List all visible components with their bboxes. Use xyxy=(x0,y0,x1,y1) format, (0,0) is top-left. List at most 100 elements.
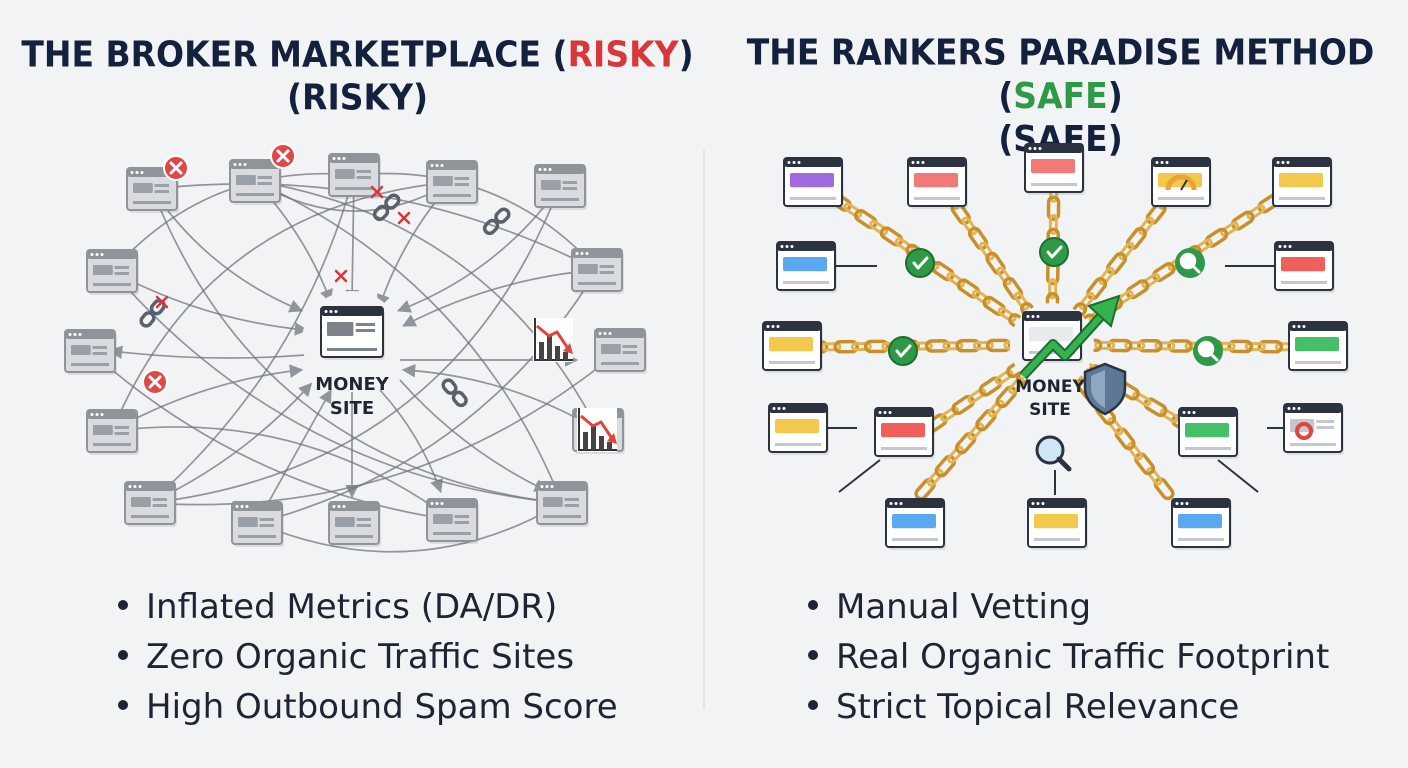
window-titlebar xyxy=(87,250,137,259)
chain-link xyxy=(894,237,914,253)
window-dot xyxy=(133,485,137,488)
chart-axis xyxy=(534,318,573,361)
chain-link xyxy=(1107,417,1124,436)
window-dot xyxy=(1185,502,1189,505)
chain-link xyxy=(926,468,944,487)
chain-link xyxy=(1146,467,1163,486)
link-arrow xyxy=(146,349,621,511)
window-dot xyxy=(771,325,775,328)
window-text-line xyxy=(154,184,169,187)
chain-link xyxy=(1152,262,1176,283)
bullet-item: Real Organic Traffic Footprint xyxy=(808,632,1329,682)
window-titlebar xyxy=(1172,499,1230,508)
window-text-line xyxy=(454,521,469,524)
window-dot xyxy=(540,485,544,488)
bullet-item: Manual Vetting xyxy=(808,582,1329,632)
window-titlebar xyxy=(1025,144,1083,153)
chain-link xyxy=(1244,342,1266,352)
magnifier-icon xyxy=(1175,248,1205,278)
chain-link xyxy=(1106,252,1127,275)
window-dot xyxy=(135,171,139,174)
window-titlebar xyxy=(427,161,477,170)
site-window-icon xyxy=(874,407,935,459)
chain-link xyxy=(1086,277,1108,301)
window-dot xyxy=(90,413,94,416)
window-content-block xyxy=(433,514,453,524)
chain-link xyxy=(1204,227,1229,248)
window-dot xyxy=(235,505,239,508)
magnifier-handle xyxy=(1209,352,1219,362)
window-dot xyxy=(1026,315,1030,318)
magnifier-handle xyxy=(1056,456,1072,472)
site-window-icon xyxy=(426,160,479,206)
chart-bar xyxy=(583,432,588,450)
window-dot xyxy=(140,171,144,174)
window-titlebar xyxy=(1275,242,1333,251)
chain-link xyxy=(978,376,1003,397)
link-arrow xyxy=(379,389,443,494)
window-text-line xyxy=(541,198,579,201)
window-titlebar xyxy=(427,499,477,508)
window-text-line xyxy=(238,535,276,538)
title-text: THE RANKERS PARADISE METHOD ( xyxy=(746,31,1375,117)
broken-chain-icon xyxy=(372,193,401,222)
money-site-label: MONEY xyxy=(315,374,390,395)
magnifier-lens xyxy=(1179,252,1197,270)
window-dot xyxy=(777,407,781,410)
site-window-icon xyxy=(328,153,381,199)
window-dot xyxy=(100,253,104,256)
window-content-block xyxy=(1031,159,1075,174)
window-text-line xyxy=(1029,351,1075,354)
window-text-line xyxy=(131,515,169,518)
chain-link xyxy=(967,387,987,404)
chain-link xyxy=(1137,338,1163,353)
window-dot xyxy=(1297,407,1301,410)
chain-link xyxy=(934,454,957,478)
window-text-line xyxy=(1290,443,1336,446)
trend-up-line xyxy=(1020,311,1106,379)
chain-link xyxy=(967,226,989,251)
bullet-item: High Outbound Spam Score xyxy=(118,682,618,732)
window-content-block xyxy=(578,264,598,274)
window-dot xyxy=(1292,407,1296,410)
window-titlebar xyxy=(65,330,115,339)
check-circle-icon xyxy=(1039,237,1069,267)
chain-link xyxy=(1007,376,1025,395)
window-dot xyxy=(878,411,882,414)
chain-link xyxy=(384,193,401,210)
money-site-label: SITE xyxy=(330,398,374,419)
window-titlebar xyxy=(1179,408,1237,417)
chain-link xyxy=(869,219,889,236)
window-dot xyxy=(1288,245,1292,248)
window-text-line xyxy=(356,170,371,173)
window-text-line xyxy=(562,187,577,190)
chain-link xyxy=(1126,442,1144,461)
window-dot xyxy=(324,310,328,313)
window-dot xyxy=(797,161,801,164)
broker-network-diagram: MONEY SITE xyxy=(64,143,647,553)
window-text-line xyxy=(775,443,821,446)
window-dot xyxy=(883,411,887,414)
link-arrow xyxy=(256,501,565,553)
chain-link xyxy=(985,338,1012,353)
x-circle-icon xyxy=(270,143,296,169)
window-text-line xyxy=(1295,361,1341,364)
window-dot xyxy=(1041,502,1045,505)
window-dot xyxy=(550,485,554,488)
window-text-line xyxy=(578,282,616,285)
window-text-line xyxy=(355,323,375,326)
link-arrow xyxy=(109,172,355,274)
window-content-block xyxy=(601,344,621,354)
site-window-icon xyxy=(1283,403,1344,455)
window-dot xyxy=(1292,325,1296,328)
window-dot xyxy=(1036,502,1040,505)
chain-link xyxy=(1125,226,1147,250)
bullet-item: Strict Topical Relevance xyxy=(808,682,1329,732)
window-text-line xyxy=(335,535,373,538)
window-text-line xyxy=(599,265,614,268)
window-text-line xyxy=(454,515,469,518)
window-text-line xyxy=(599,271,614,274)
window-titlebar xyxy=(572,249,622,258)
window-text-line xyxy=(335,187,373,190)
window-dot xyxy=(1182,411,1186,414)
